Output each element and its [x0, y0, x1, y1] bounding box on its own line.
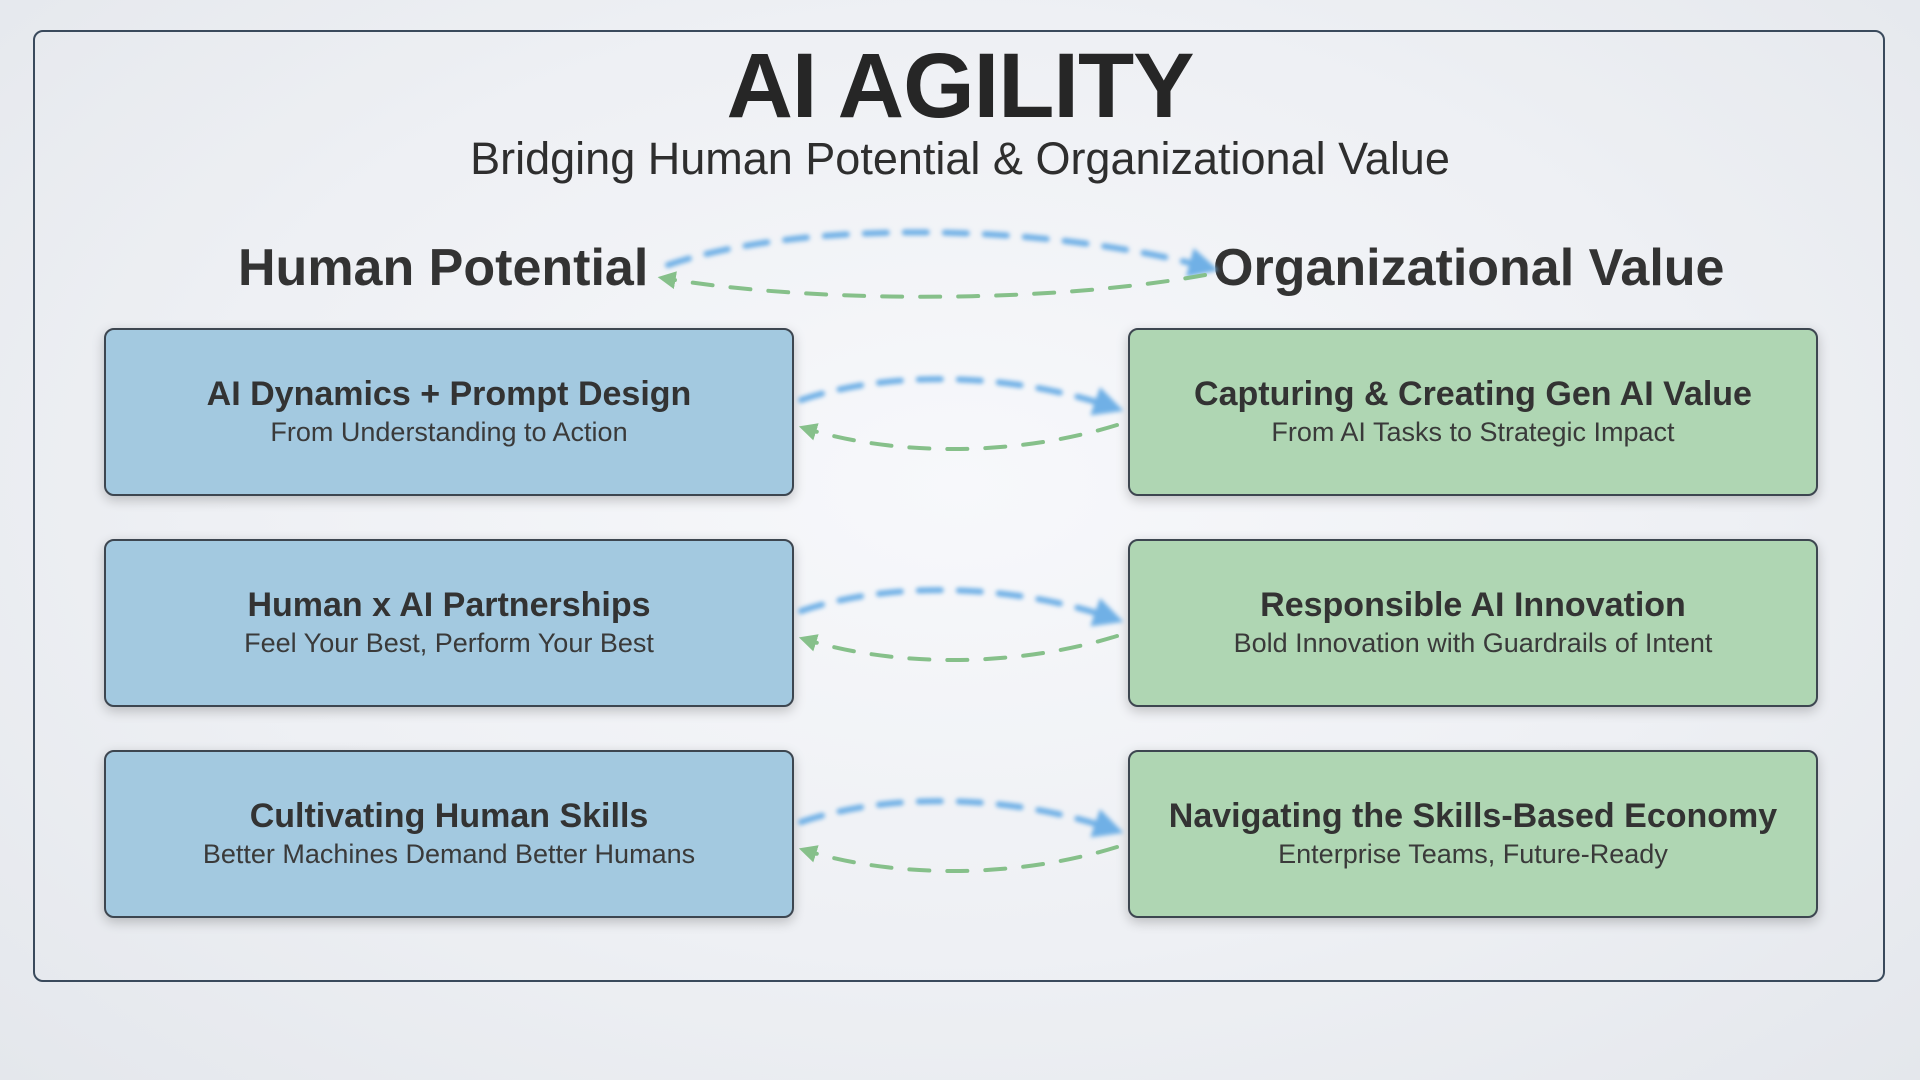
- card-subtitle: From Understanding to Action: [270, 416, 628, 447]
- card-subtitle: Enterprise Teams, Future-Ready: [1278, 838, 1668, 869]
- page-subtitle: Bridging Human Potential & Organizationa…: [470, 133, 1450, 184]
- card-subtitle: Feel Your Best, Perform Your Best: [244, 627, 654, 658]
- org-card-gen-ai-value: Capturing & Creating Gen AI Value From A…: [1128, 328, 1818, 496]
- card-subtitle: Bold Innovation with Guardrails of Inten…: [1233, 627, 1713, 658]
- card-subtitle: From AI Tasks to Strategic Impact: [1271, 416, 1675, 447]
- card-title: Navigating the Skills-Based Economy: [1168, 797, 1778, 836]
- human-card-partnerships: Human x AI Partnerships Feel Your Best, …: [104, 539, 794, 707]
- card-title: Responsible AI Innovation: [1260, 586, 1686, 625]
- column-heading-organizational-value: Organizational Value: [1213, 239, 1725, 297]
- card-title: Cultivating Human Skills: [249, 797, 649, 836]
- slide-frame: [33, 30, 1885, 982]
- org-card-responsible-ai: Responsible AI Innovation Bold Innovatio…: [1128, 539, 1818, 707]
- card-title: Capturing & Creating Gen AI Value: [1194, 375, 1752, 414]
- org-card-skills-economy: Navigating the Skills-Based Economy Ente…: [1128, 750, 1818, 918]
- card-title: Human x AI Partnerships: [247, 586, 651, 625]
- human-card-human-skills: Cultivating Human Skills Better Machines…: [104, 750, 794, 918]
- column-heading-human-potential: Human Potential: [238, 239, 649, 297]
- card-subtitle: Better Machines Demand Better Humans: [202, 838, 696, 869]
- human-card-ai-dynamics: AI Dynamics + Prompt Design From Underst…: [104, 328, 794, 496]
- card-title: AI Dynamics + Prompt Design: [206, 375, 692, 414]
- page-title: AI AGILITY: [726, 35, 1194, 137]
